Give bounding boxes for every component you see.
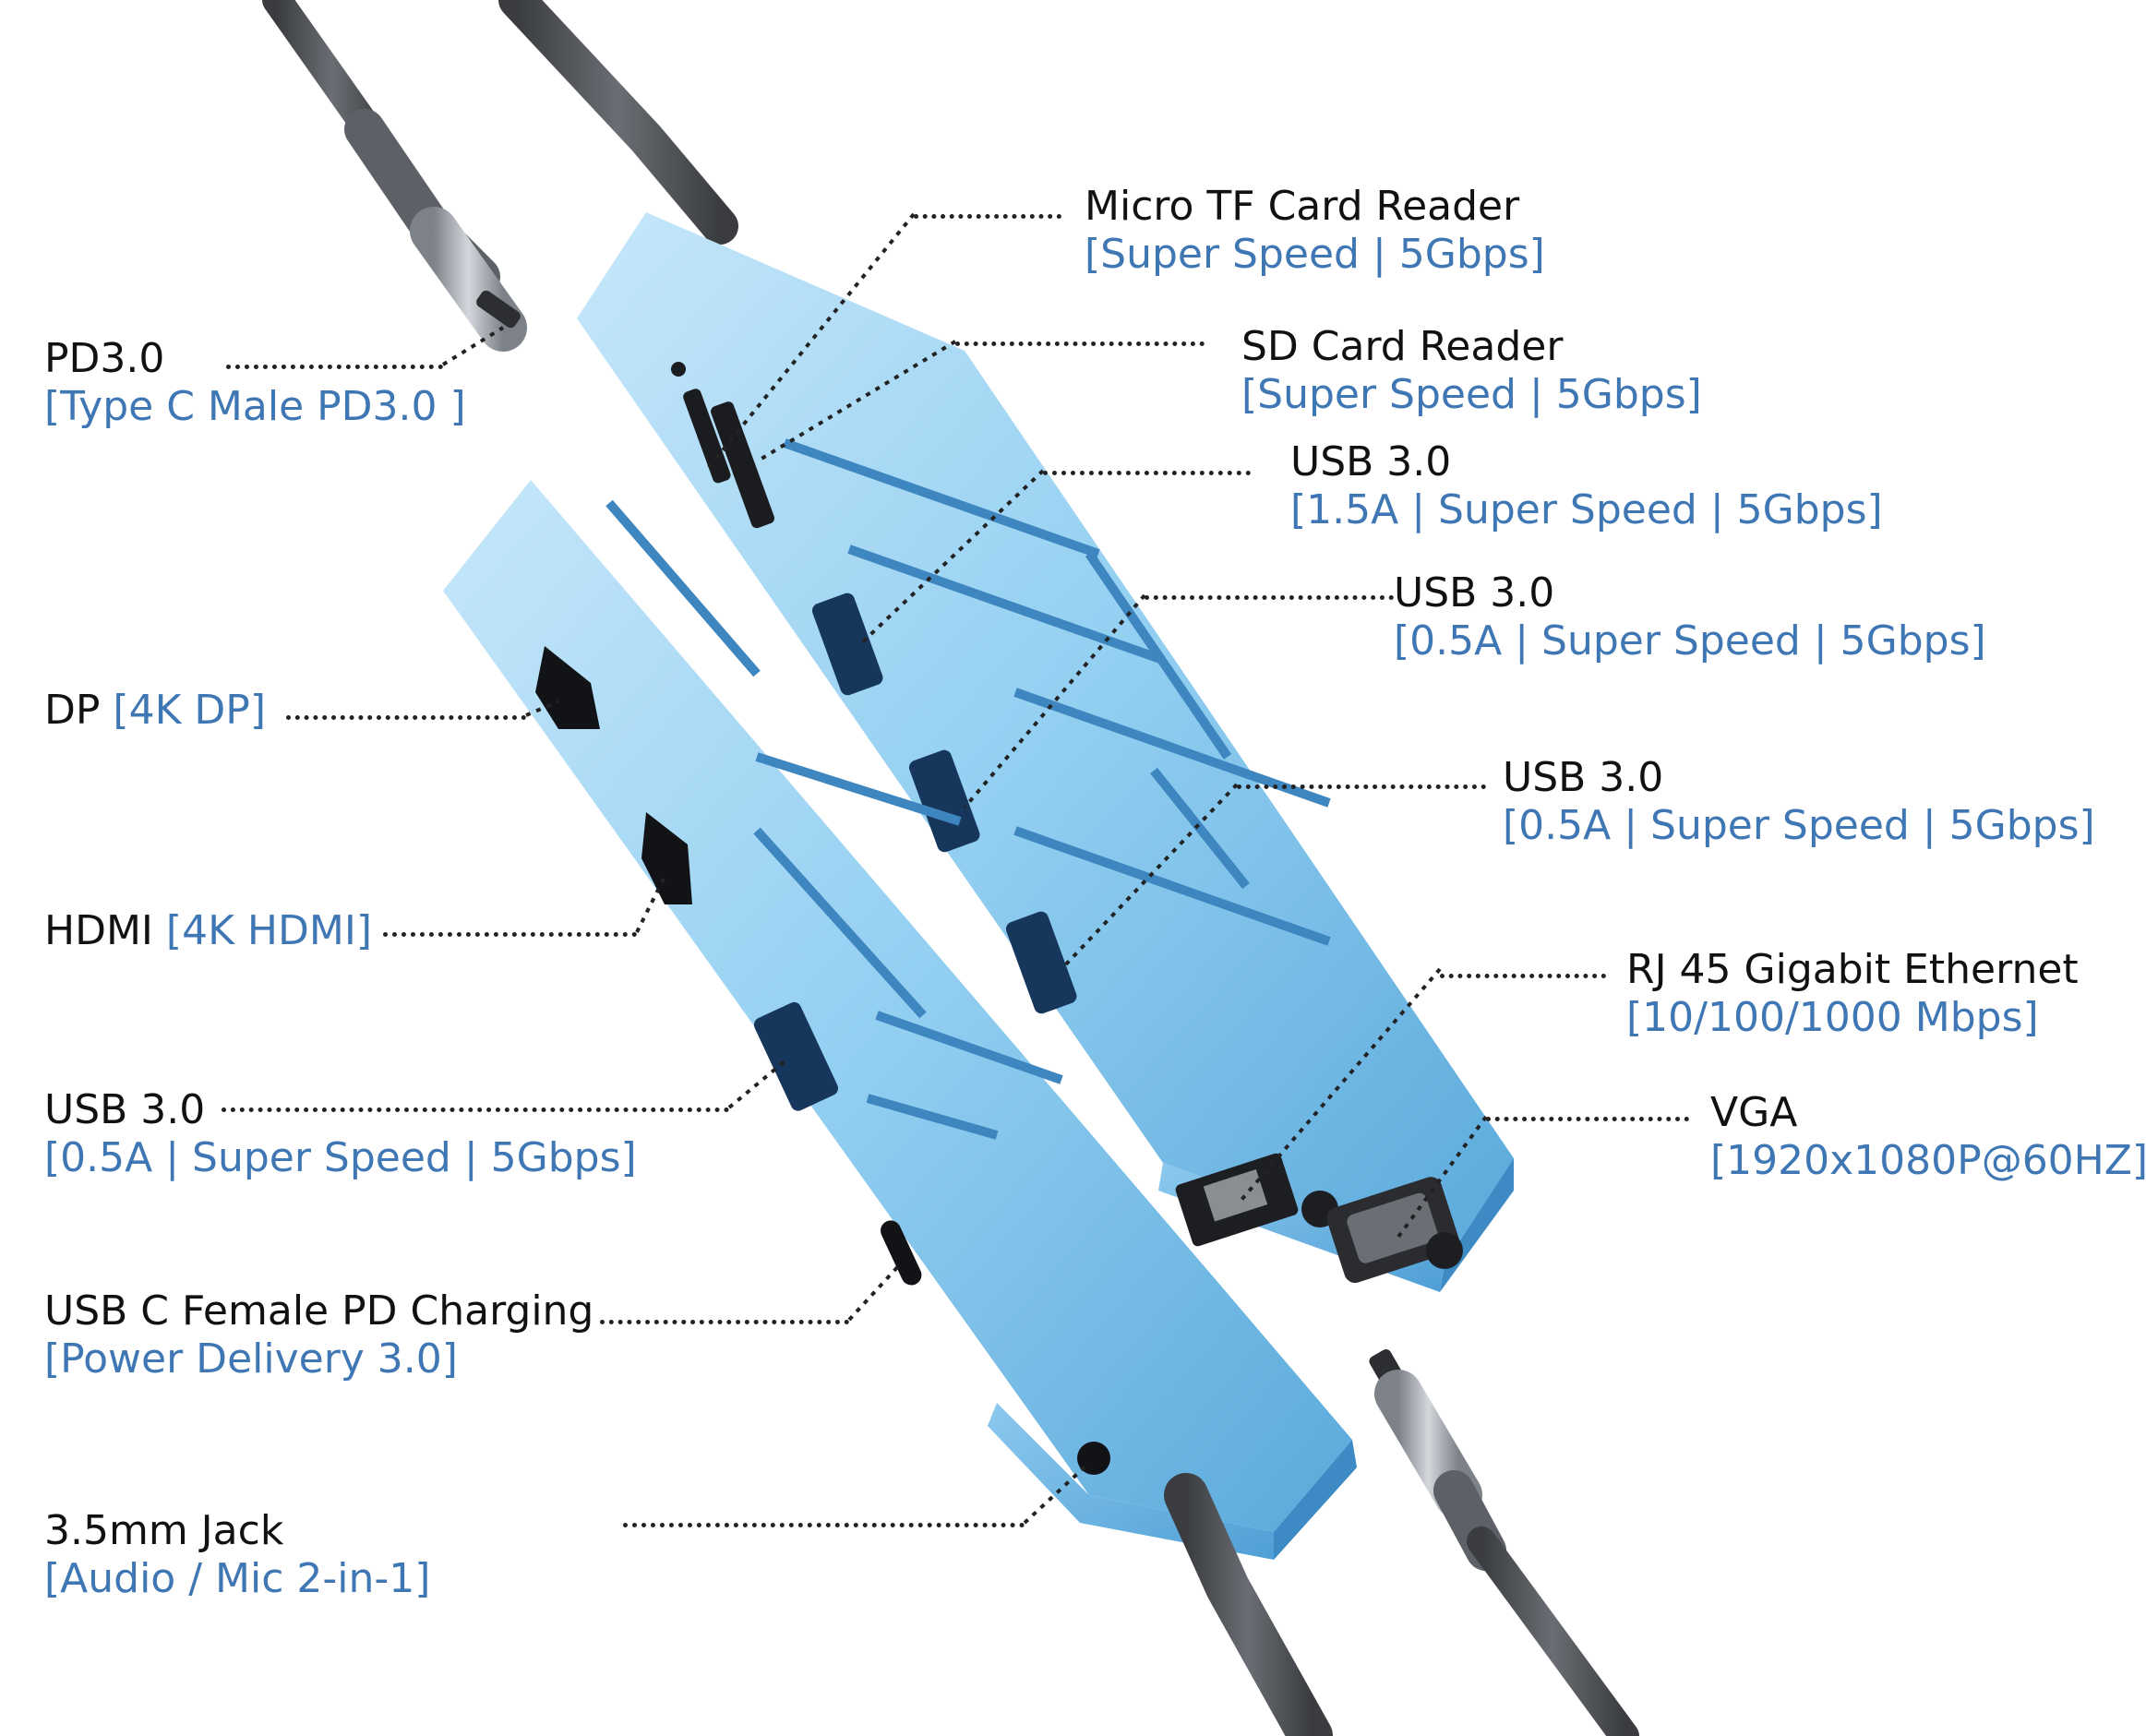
leader-jack bbox=[623, 1523, 1025, 1527]
callout-spec: [Super Speed | 5Gbps] bbox=[1241, 371, 1702, 418]
leader-vga bbox=[1486, 1117, 1689, 1121]
leader-usb-left bbox=[222, 1107, 729, 1112]
leader-sd bbox=[955, 341, 1205, 346]
callout-spec: [Super Speed | 5Gbps] bbox=[1085, 231, 1545, 278]
callout-spec: [1.5A | Super Speed | 5Gbps] bbox=[1290, 486, 1883, 533]
leader-hdmi bbox=[383, 932, 637, 937]
callout-title: USB 3.0 bbox=[1503, 754, 1664, 801]
pd-cable bbox=[262, 0, 527, 352]
callout-jack: 3.5mm Jack [Audio / Mic 2-in-1] bbox=[44, 1507, 430, 1603]
callout-title: USB C Female PD Charging bbox=[44, 1287, 594, 1335]
callout-hdmi: HDMI [4K HDMI] bbox=[44, 907, 372, 955]
leader-usb-2 bbox=[1145, 595, 1394, 600]
callout-title: PD3.0 bbox=[44, 335, 165, 382]
callout-vga: VGA [1920x1080P@60HZ] bbox=[1710, 1089, 2146, 1185]
callout-dp: DP [4K DP] bbox=[44, 687, 266, 735]
callout-title: USB 3.0 bbox=[1290, 438, 1452, 485]
leader-lines bbox=[441, 212, 1488, 1525]
callout-spec: [4K DP] bbox=[113, 687, 267, 734]
callout-title: HDMI bbox=[44, 907, 153, 954]
callout-sd: SD Card Reader [Super Speed | 5Gbps] bbox=[1241, 323, 1702, 419]
callout-title: DP bbox=[44, 687, 101, 734]
callout-spec: [Audio / Mic 2-in-1] bbox=[44, 1555, 431, 1602]
callout-spec: [1920x1080P@60HZ] bbox=[1710, 1137, 2146, 1184]
leader-pd bbox=[226, 365, 443, 369]
callout-spec: [0.5A | Super Speed | 5Gbps] bbox=[44, 1134, 637, 1181]
callout-spec: [4K HDMI] bbox=[165, 907, 372, 954]
callout-rj45: RJ 45 Gigabit Ethernet [10/100/1000 Mbps… bbox=[1626, 946, 2079, 1042]
callout-usb-left: USB 3.0 [0.5A | Super Speed | 5Gbps] bbox=[44, 1086, 637, 1182]
leader-usb-3 bbox=[1237, 784, 1486, 789]
callout-title: SD Card Reader bbox=[1241, 323, 1564, 370]
callout-usb-1: USB 3.0 [1.5A | Super Speed | 5Gbps] bbox=[1290, 438, 1883, 534]
callout-spec: [0.5A | Super Speed | 5Gbps] bbox=[1503, 802, 2095, 849]
callout-spec: [10/100/1000 Mbps] bbox=[1626, 994, 2039, 1041]
leader-usb-1 bbox=[1043, 471, 1251, 475]
usbc-cable-bottom bbox=[1369, 1349, 1639, 1736]
callout-title: 3.5mm Jack bbox=[44, 1507, 284, 1554]
callout-usb-2: USB 3.0 [0.5A | Super Speed | 5Gbps] bbox=[1394, 569, 1986, 665]
callout-spec: [Type C Male PD3.0 ] bbox=[44, 383, 466, 430]
callout-title: USB 3.0 bbox=[1394, 569, 1555, 617]
callout-micro-tf: Micro TF Card Reader [Super Speed | 5Gbp… bbox=[1085, 183, 1545, 279]
leader-rj45 bbox=[1440, 974, 1606, 978]
right-hub-body bbox=[577, 212, 1514, 1292]
callout-title: VGA bbox=[1710, 1089, 1798, 1136]
callout-usbc-female: USB C Female PD Charging [Power Delivery… bbox=[44, 1287, 593, 1383]
leader-micro-tf bbox=[914, 214, 1061, 219]
callout-spec: [0.5A | Super Speed | 5Gbps] bbox=[1394, 617, 1986, 664]
callout-spec: [Power Delivery 3.0] bbox=[44, 1335, 458, 1383]
callout-usb-3: USB 3.0 [0.5A | Super Speed | 5Gbps] bbox=[1503, 754, 2095, 850]
bottom-cable bbox=[1164, 1473, 1333, 1736]
callout-pd: PD3.0 [Type C Male PD3.0 ] bbox=[44, 335, 466, 431]
leader-dp bbox=[286, 715, 526, 720]
callout-title: USB 3.0 bbox=[44, 1086, 206, 1133]
callout-title: RJ 45 Gigabit Ethernet bbox=[1626, 946, 2079, 993]
leader-usbc-female bbox=[600, 1320, 849, 1324]
hub-host-cable bbox=[498, 0, 738, 245]
callout-title: Micro TF Card Reader bbox=[1085, 183, 1520, 230]
